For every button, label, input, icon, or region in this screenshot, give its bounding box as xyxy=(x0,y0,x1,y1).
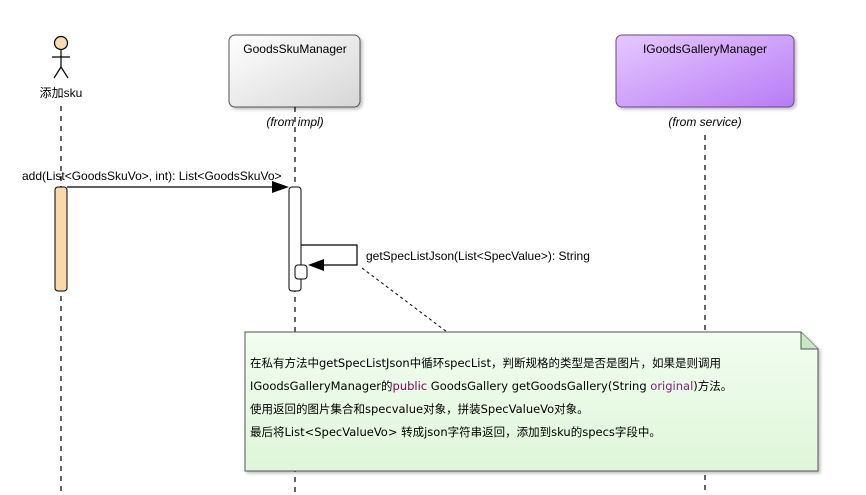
actor-leg-left xyxy=(53,66,62,79)
lifeline-goods-sku-manager[interactable]: GoodsSkuManager (from impl) xyxy=(228,34,361,129)
message-label: getSpecListJson(List<SpecValue>): String xyxy=(366,249,590,263)
message-label: add(List<GoodsSkuVo>, int): List<GoodsSk… xyxy=(22,169,282,183)
note-fold-icon xyxy=(800,332,818,350)
note-body xyxy=(244,331,819,472)
note-line-2-a: IGoodsGalleryManager的 xyxy=(250,379,393,393)
message-get-spec-list-json[interactable]: getSpecListJson(List<SpecValue>): String xyxy=(301,244,590,271)
note-line-3: 使用返回的图片集合和specvalue对象，拼装SpecValueVo对象。 xyxy=(250,402,589,416)
note-line-2-b: GoodsGallery getGoodsGallery(String xyxy=(427,379,651,393)
note-text: 在私有方法中getSpecListJson中循环specList，判断规格的类型… xyxy=(250,352,820,444)
self-call-activation[interactable] xyxy=(294,264,308,280)
note-keyword-public: public xyxy=(392,379,428,393)
actor[interactable]: 添加sku xyxy=(40,35,83,101)
lifeline-name: IGoodsGalleryManager xyxy=(643,42,767,56)
arrowhead-icon xyxy=(272,181,289,193)
lifeline-igoods-gallery-manager[interactable]: IGoodsGalleryManager (from service) xyxy=(615,34,795,129)
lifeline-box xyxy=(615,34,795,108)
note[interactable] xyxy=(244,331,819,472)
self-call-line xyxy=(301,244,358,266)
note-line-2-c: )方法。 xyxy=(693,379,733,393)
note-anchor-line xyxy=(361,267,448,333)
actor-leg-right xyxy=(60,66,69,79)
lifeline-name: GoodsSkuManager xyxy=(243,42,346,56)
message-add[interactable]: add(List<GoodsSkuVo>, int): List<GoodsSk… xyxy=(22,169,289,193)
note-line-1: 在私有方法中getSpecListJson中循环specList，判断规格的类型… xyxy=(250,356,721,370)
actor-label: 添加sku xyxy=(40,86,83,100)
note-line-2: IGoodsGalleryManager的public GoodsGallery… xyxy=(250,375,820,398)
note-line-4: 最后将List<SpecValueVo> 转成json字符串返回，添加到sku的… xyxy=(250,425,661,439)
note-param-original: original xyxy=(650,379,694,393)
actor-head xyxy=(53,35,69,51)
arrowhead-icon xyxy=(308,259,324,271)
actor-activation[interactable] xyxy=(54,186,68,292)
lifeline-stereotype: (from service) xyxy=(668,115,741,129)
